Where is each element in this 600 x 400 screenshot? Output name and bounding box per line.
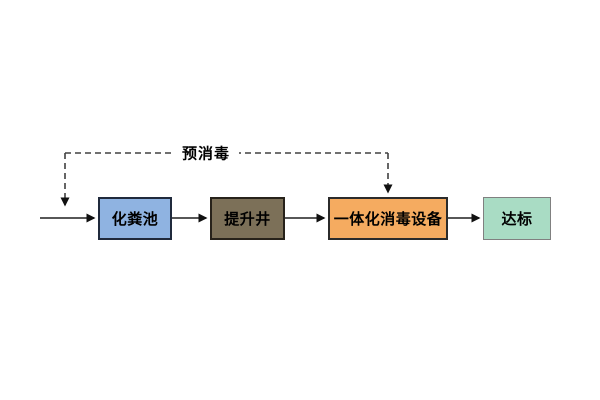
node-compliance: 达标 <box>483 197 551 240</box>
pre-disinfection-label: 预消毒 <box>172 142 240 164</box>
node-compliance-label: 达标 <box>501 211 533 228</box>
node-septic-tank-label: 化粪池 <box>111 211 159 228</box>
node-septic-tank: 化粪池 <box>98 197 172 240</box>
node-integrated-disinfection-equipment: 一体化消毒设备 <box>328 197 448 240</box>
node-lift-well: 提升井 <box>210 197 285 240</box>
node-integrated-disinfection-equipment-label: 一体化消毒设备 <box>333 211 443 228</box>
node-lift-well-label: 提升井 <box>224 211 271 228</box>
